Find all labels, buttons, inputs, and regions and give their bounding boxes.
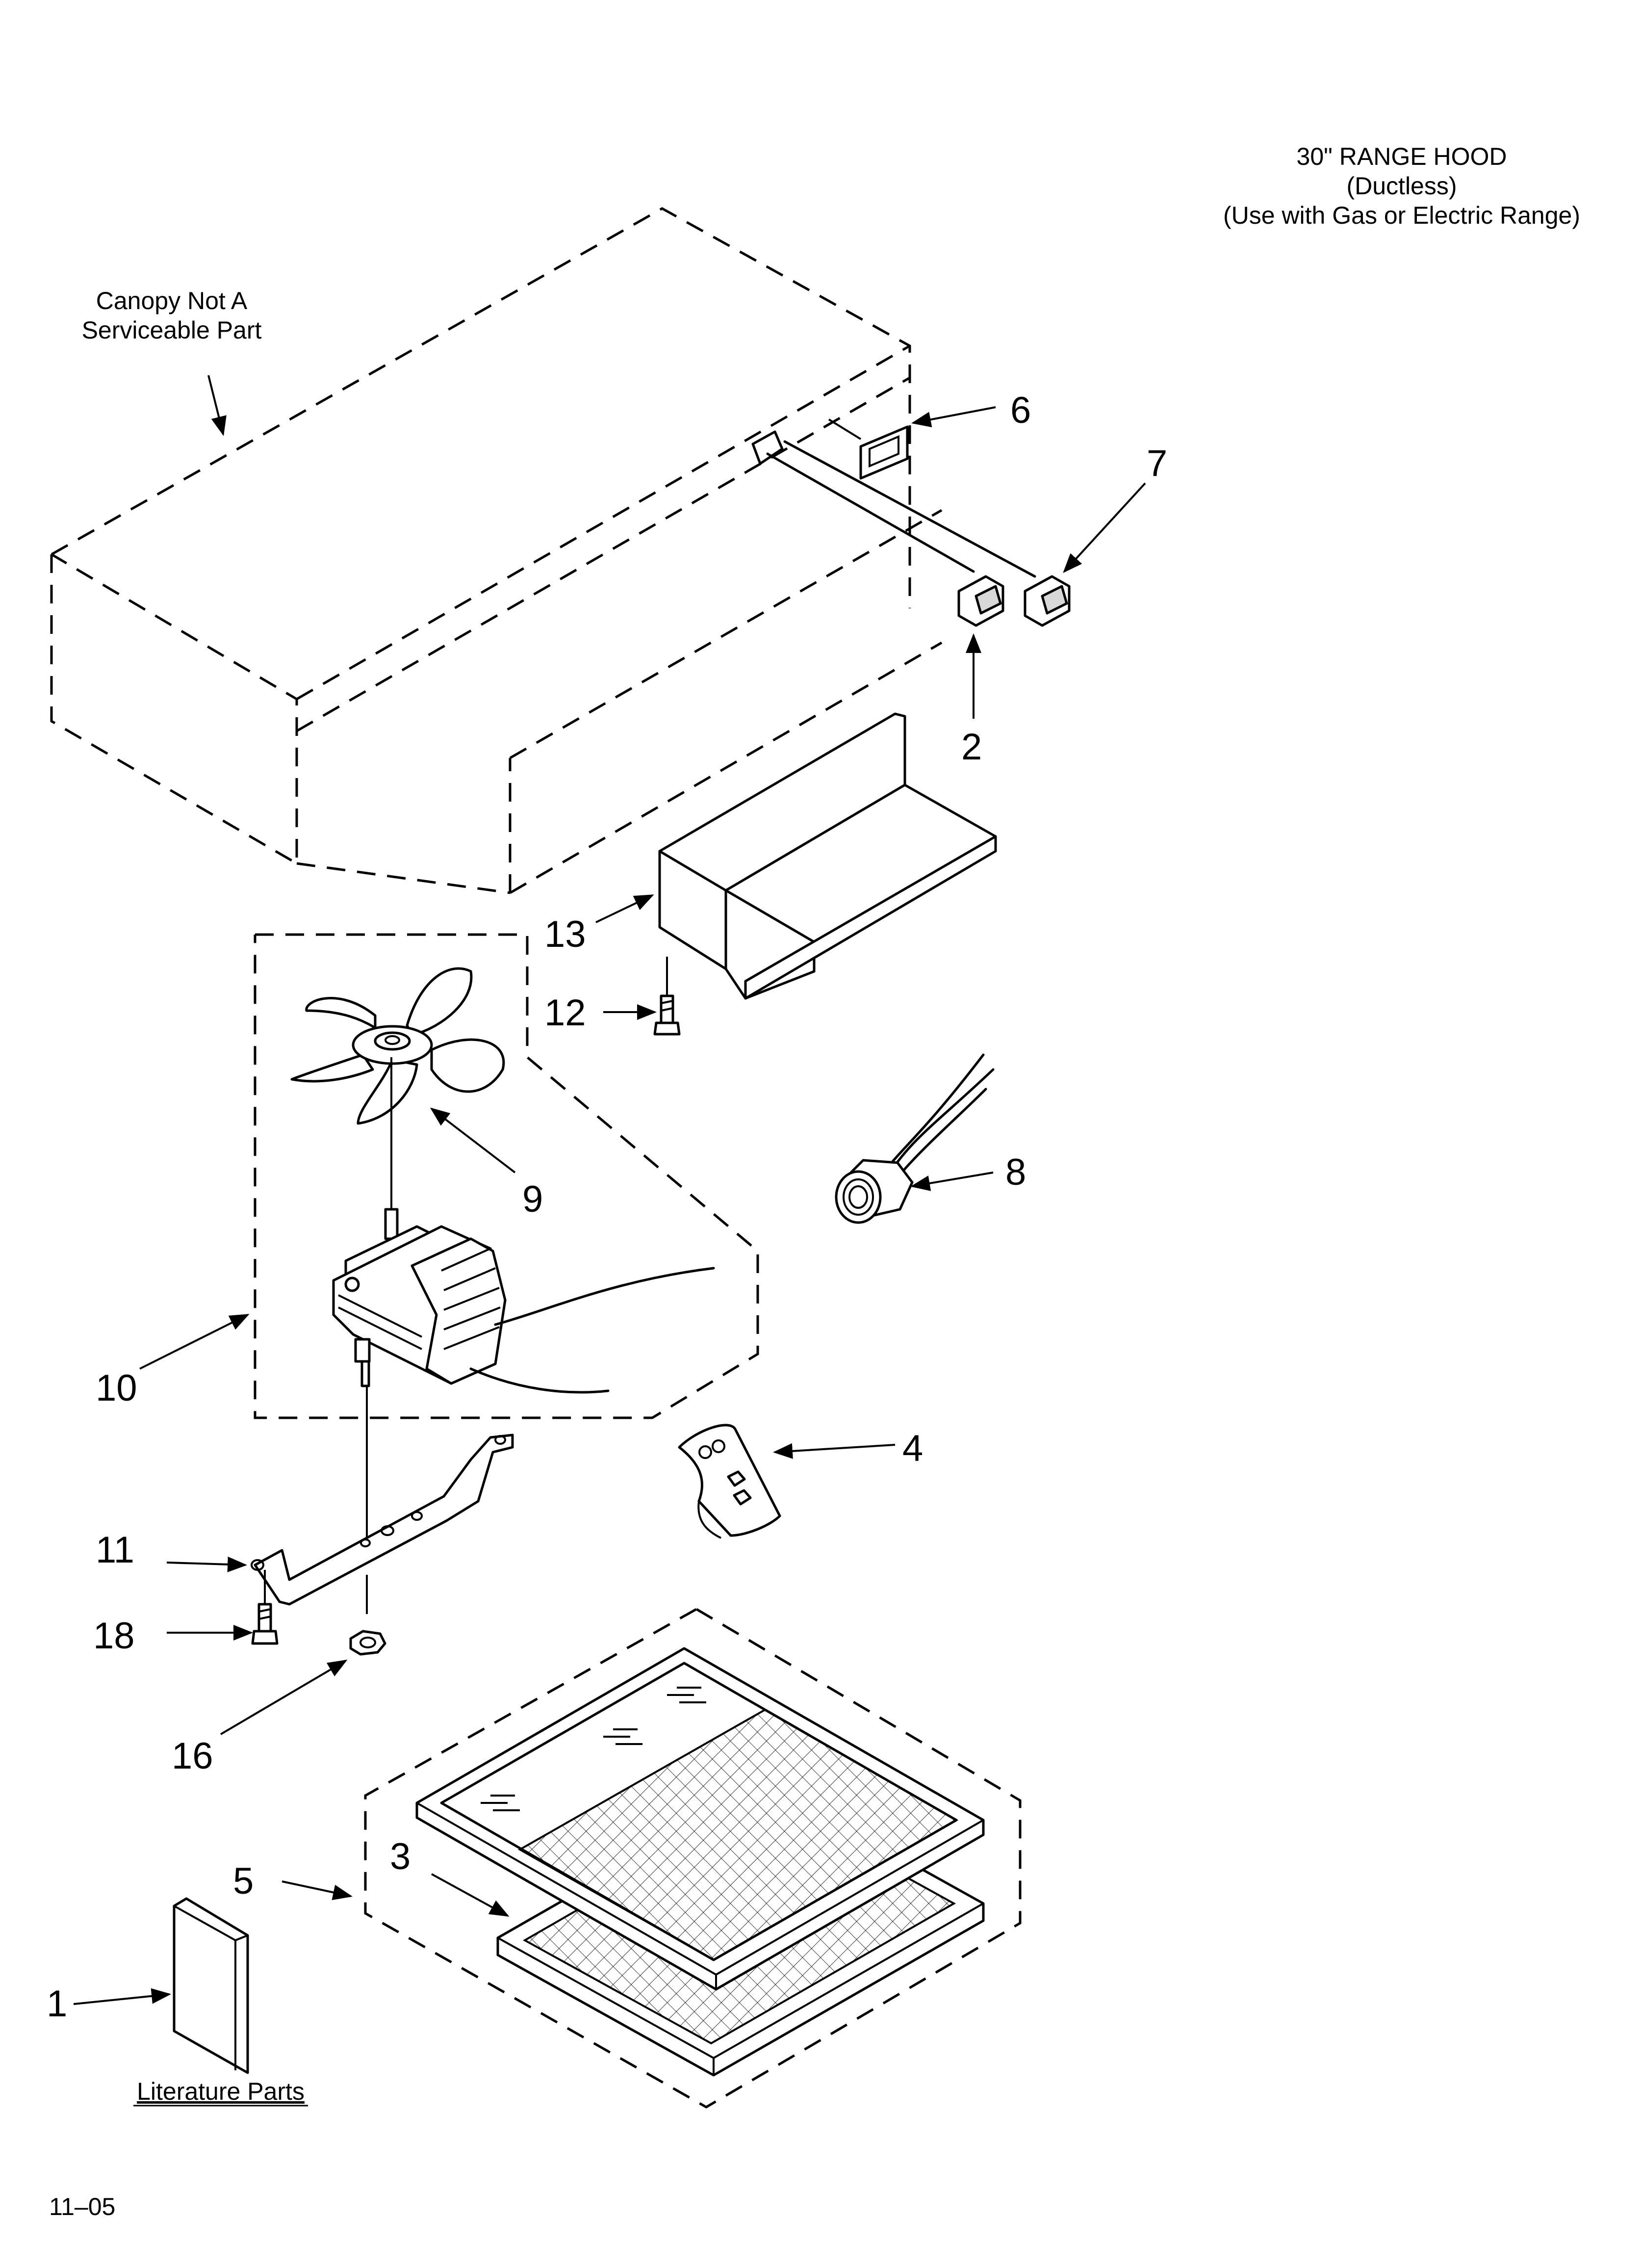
part-12-screw (653, 957, 681, 1036)
callout-13-leader (595, 894, 654, 923)
callout-6: 6 (1010, 390, 1031, 431)
part-6-label-plate (828, 418, 909, 480)
callout-8-leader (910, 1172, 994, 1191)
canopy-note: Canopy Not A Serviceable Part (82, 287, 262, 436)
part-7-switch (1024, 575, 1071, 627)
part-18-screw (251, 1570, 279, 1645)
callout-11: 11 (96, 1529, 134, 1571)
part-9-fan-blade (290, 967, 505, 1209)
callout-4-leader (773, 1443, 896, 1459)
part-10-assembly-outline (254, 933, 759, 1419)
callout-4: 4 (902, 1428, 923, 1469)
callout-6-leader (911, 406, 996, 427)
canopy-outline (50, 207, 943, 894)
callout-3: 3 (390, 1836, 410, 1877)
footer-code: 11–05 (49, 2193, 115, 2220)
callout-16-leader (220, 1659, 348, 1735)
part-11-strap-bracket (251, 1434, 514, 1614)
callout-1-leader (73, 1988, 171, 2005)
callout-7: 7 (1147, 443, 1167, 484)
switch-harness (751, 430, 1036, 578)
part-13-housing (658, 712, 997, 1000)
callout-18: 18 (93, 1615, 135, 1657)
callout-9: 9 (522, 1178, 543, 1220)
part-4-mount-bracket (678, 1424, 781, 1539)
callout-10-leader (139, 1314, 250, 1370)
callout-8: 8 (1005, 1151, 1026, 1193)
callout-3-leader (431, 1873, 510, 1917)
canopy-note-line-1: Canopy Not A (96, 287, 248, 314)
callout-13: 13 (544, 913, 586, 955)
part-5-filter-kit-outline (364, 1608, 1022, 2109)
callout-2: 2 (961, 726, 982, 768)
part-1-literature (173, 1897, 249, 2074)
callout-12: 12 (544, 992, 586, 1034)
part-2-switch (957, 575, 1004, 627)
callout-5-leader (282, 1880, 353, 1901)
callout-1: 1 (47, 1983, 67, 2025)
literature-parts-label: Literature Parts (137, 2078, 305, 2105)
callout-9-leader (430, 1107, 516, 1173)
callout-5: 5 (233, 1860, 254, 1902)
title-line-2: (Ductless) (1346, 172, 1457, 200)
callout-7-leader (1063, 482, 1146, 573)
callout-16: 16 (172, 1735, 213, 1777)
callout-11-leader (166, 1556, 247, 1572)
callout-10: 10 (96, 1367, 137, 1409)
title-line-3: (Use with Gas or Electric Range) (1223, 202, 1580, 229)
part-10-motor (332, 1208, 715, 1540)
part-8-wire-connector (835, 1053, 995, 1224)
part-16-nut (349, 1630, 386, 1656)
title-block: 30" RANGE HOOD (Ductless) (Use with Gas … (1223, 143, 1580, 229)
canopy-note-line-2: Serviceable Part (82, 316, 262, 344)
canopy-note-leader (207, 375, 227, 436)
title-line-1: 30" RANGE HOOD (1297, 143, 1507, 170)
part-5-grease-filter (415, 1647, 985, 1991)
